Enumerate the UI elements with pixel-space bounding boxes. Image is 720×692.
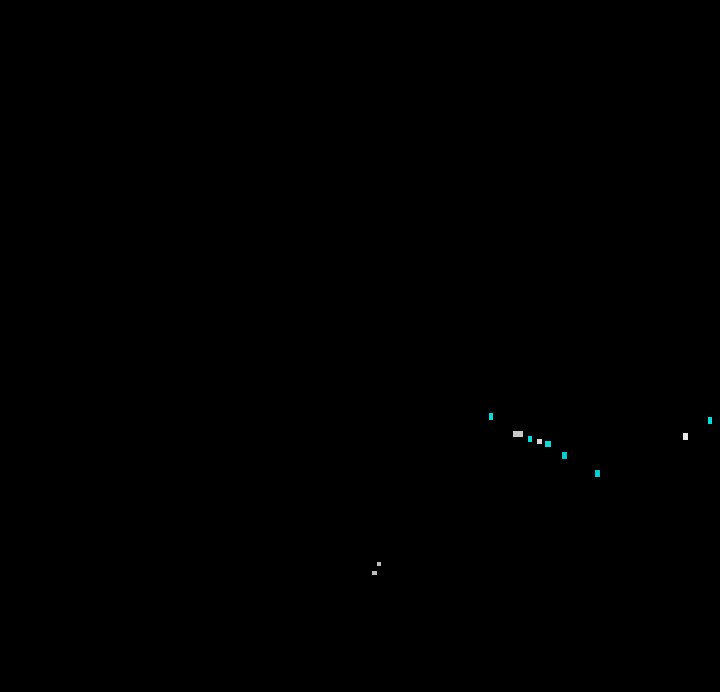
glyph-fragment xyxy=(372,571,377,575)
glyph-fragment xyxy=(489,413,493,420)
glyph-fragment xyxy=(537,439,542,444)
glyph-fragment xyxy=(377,562,381,566)
glyph-fragment xyxy=(683,433,688,440)
glyph-fragment xyxy=(562,452,567,459)
glyph-fragment xyxy=(513,431,523,437)
glyph-fragment xyxy=(595,470,600,477)
glyph-fragment xyxy=(708,417,712,424)
glyph-fragment xyxy=(545,441,551,447)
glyph-fragment xyxy=(528,436,532,442)
